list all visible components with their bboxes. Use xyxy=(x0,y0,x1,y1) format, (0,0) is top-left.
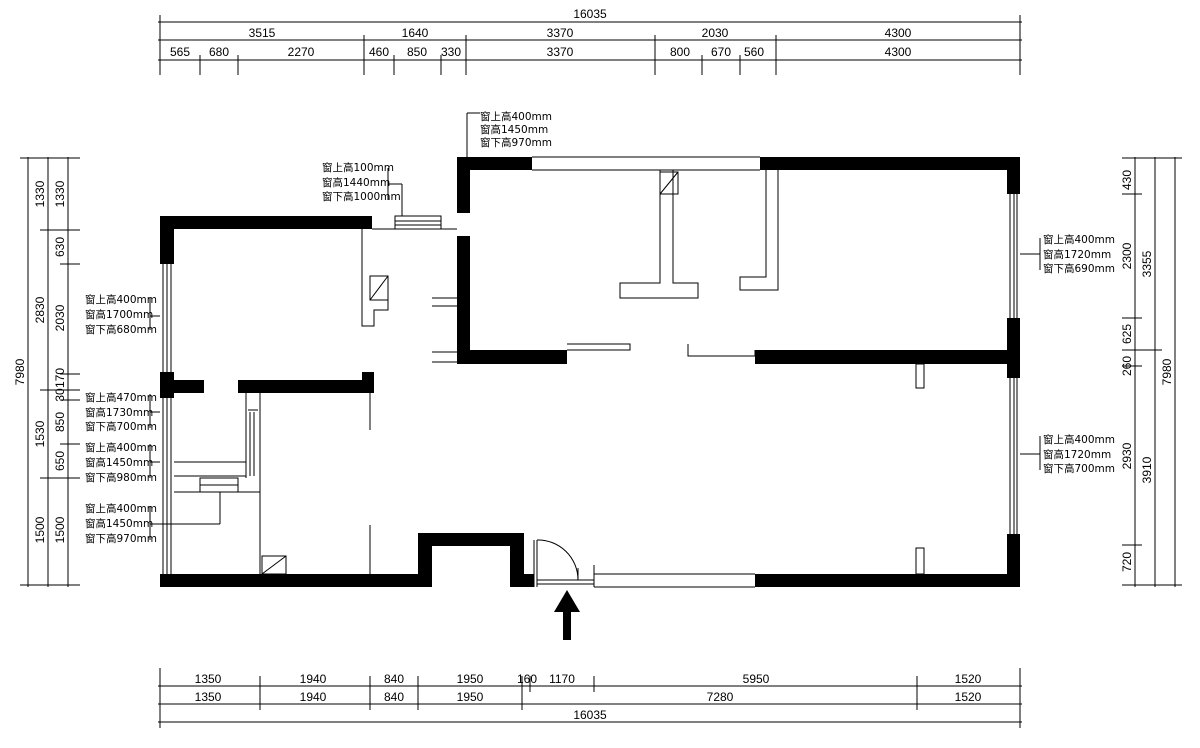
bottom-r1-1: 1350 xyxy=(195,672,222,686)
bottom-r1-8: 1520 xyxy=(955,672,982,686)
bottom-r1-6: 1170 xyxy=(549,672,575,686)
bottom-r1-4: 1950 xyxy=(457,672,484,686)
right-inner-6: 720 xyxy=(1120,552,1134,572)
top-sub-6: 330 xyxy=(441,45,461,59)
window-note-8-line-2: 窗高1720mm xyxy=(1043,448,1111,461)
left-inner-2: 630 xyxy=(53,237,67,257)
window-note-5-line-2: 窗高1730mm xyxy=(85,406,153,419)
window-note-8: 窗上高400mm 窗高1720mm 窗下高700mm xyxy=(1020,433,1115,475)
window-note-4: 窗上高400mm 窗高1700mm 窗下高680mm xyxy=(85,293,160,336)
left-outer-4: 1500 xyxy=(33,516,47,543)
right-dimension-chain: 430 2300 625 260 2930 720 3355 3910 7980 xyxy=(1120,157,1182,587)
left-total-label: 7980 xyxy=(13,358,27,385)
right-inner-3: 625 xyxy=(1120,324,1134,344)
top-seg-4: 2030 xyxy=(702,26,729,40)
left-inner-3: 2030 xyxy=(53,304,67,331)
bottom-r1-3: 840 xyxy=(384,672,404,686)
left-outer-3: 1530 xyxy=(33,420,47,447)
left-inner-7: 650 xyxy=(53,451,67,471)
top-sub-3: 2270 xyxy=(288,45,315,59)
entrance-door xyxy=(533,539,595,587)
right-inner-4: 260 xyxy=(1120,356,1134,376)
top-sub-7: 3370 xyxy=(547,45,574,59)
bottom-r2-5: 7280 xyxy=(707,690,734,704)
right-outer-1: 3355 xyxy=(1140,250,1154,277)
top-sub-4: 460 xyxy=(369,45,389,59)
left-inner-1: 1330 xyxy=(53,180,67,207)
walls xyxy=(160,157,1020,587)
window-note-6-line-1: 窗上高400mm xyxy=(85,441,157,454)
window-note-4-line-3: 窗下高680mm xyxy=(85,323,157,336)
window-note-5: 窗上高470mm 窗高1730mm 窗下高700mm xyxy=(85,391,160,433)
up-arrow-icon xyxy=(554,590,580,640)
window-note-2-line-2: 窗高1440mm xyxy=(322,176,390,189)
window-note-6-line-3: 窗下高980mm xyxy=(85,471,157,484)
window-note-3: 窗上高400mm 窗高1720mm 窗下高690mm xyxy=(1020,233,1115,275)
window-note-5-line-1: 窗上高470mm xyxy=(85,391,157,404)
window-note-1-line-1: 窗上高400mm xyxy=(480,110,552,123)
top-sub-11: 4300 xyxy=(885,45,912,59)
top-sub-9: 670 xyxy=(711,45,731,59)
window-note-6-line-2: 窗高1450mm xyxy=(85,456,153,469)
left-inner-6: 850 xyxy=(53,412,67,432)
window-note-4-line-1: 窗上高400mm xyxy=(85,293,157,306)
window-note-7-line-2: 窗高1450mm xyxy=(85,517,153,530)
top-seg-5: 4300 xyxy=(885,26,912,40)
left-inner-4: 170 xyxy=(53,368,67,388)
left-dimension-chain: 7980 1330 2830 1530 1500 1330 630 2030 1… xyxy=(13,157,80,587)
bottom-total-label: 16035 xyxy=(573,708,607,722)
window-note-1-line-2: 窗高1450mm xyxy=(480,123,548,136)
window-note-7-line-1: 窗上高400mm xyxy=(85,502,157,515)
top-sub-1: 565 xyxy=(170,45,190,59)
bottom-r2-3: 840 xyxy=(384,690,404,704)
bottom-r2-2: 1940 xyxy=(300,690,327,704)
window-note-7: 窗上高400mm 窗高1450mm 窗下高970mm xyxy=(85,492,221,545)
right-outer-2: 3910 xyxy=(1140,456,1154,483)
window-note-3-line-2: 窗高1720mm xyxy=(1043,248,1111,261)
window-note-2-line-3: 窗下高1000mm xyxy=(322,190,401,203)
window-note-1-line-3: 窗下高970mm xyxy=(480,136,552,149)
left-inner-5: 30 xyxy=(53,388,67,402)
window-note-2-line-1: 窗上高100mm xyxy=(322,161,394,174)
bottom-r2-6: 1520 xyxy=(955,690,982,704)
window-note-4-line-2: 窗高1700mm xyxy=(85,308,153,321)
interior-lines xyxy=(162,156,1018,588)
top-seg-3: 3370 xyxy=(547,26,574,40)
top-sub-2: 680 xyxy=(209,45,229,59)
left-outer-1: 1330 xyxy=(33,180,47,207)
window-note-8-line-3: 窗下高700mm xyxy=(1043,462,1115,475)
window-note-3-line-3: 窗下高690mm xyxy=(1043,262,1115,275)
bottom-r2-4: 1950 xyxy=(457,690,484,704)
bottom-r1-2: 1940 xyxy=(300,672,327,686)
window-note-8-line-1: 窗上高400mm xyxy=(1043,433,1115,446)
bottom-r1-5: 160 xyxy=(517,672,537,686)
bottom-dimension-chain: 1350 1940 840 1950 160 1170 5950 1520 13… xyxy=(158,668,1022,728)
window-note-5-line-3: 窗下高700mm xyxy=(85,420,157,433)
window-note-2: 窗上高100mm 窗高1440mm 窗下高1000mm xyxy=(322,161,403,216)
window-note-3-line-1: 窗上高400mm xyxy=(1043,233,1115,246)
top-total-label: 16035 xyxy=(573,7,607,21)
top-sub-8: 800 xyxy=(670,45,690,59)
top-sub-5: 850 xyxy=(407,45,427,59)
top-seg-1: 3515 xyxy=(249,26,276,40)
top-dimension-chain: 16035 3515 1640 3370 2030 4300 565 680 2… xyxy=(158,7,1022,75)
right-inner-5: 2930 xyxy=(1120,442,1134,469)
right-inner-2: 2300 xyxy=(1120,242,1134,269)
window-note-6: 窗上高400mm 窗高1450mm 窗下高980mm xyxy=(85,441,160,484)
bottom-r1-7: 5950 xyxy=(743,672,770,686)
top-sub-10: 560 xyxy=(744,45,764,59)
left-outer-2: 2830 xyxy=(33,296,47,323)
bottom-r2-1: 1350 xyxy=(195,690,222,704)
left-inner-8: 1500 xyxy=(53,516,67,543)
window-note-7-line-3: 窗下高970mm xyxy=(85,532,157,545)
window-note-1: 窗上高400mm 窗高1450mm 窗下高970mm xyxy=(466,110,552,157)
right-inner-1: 430 xyxy=(1120,170,1134,190)
right-total-label: 7980 xyxy=(1160,358,1174,385)
top-seg-2: 1640 xyxy=(402,26,429,40)
